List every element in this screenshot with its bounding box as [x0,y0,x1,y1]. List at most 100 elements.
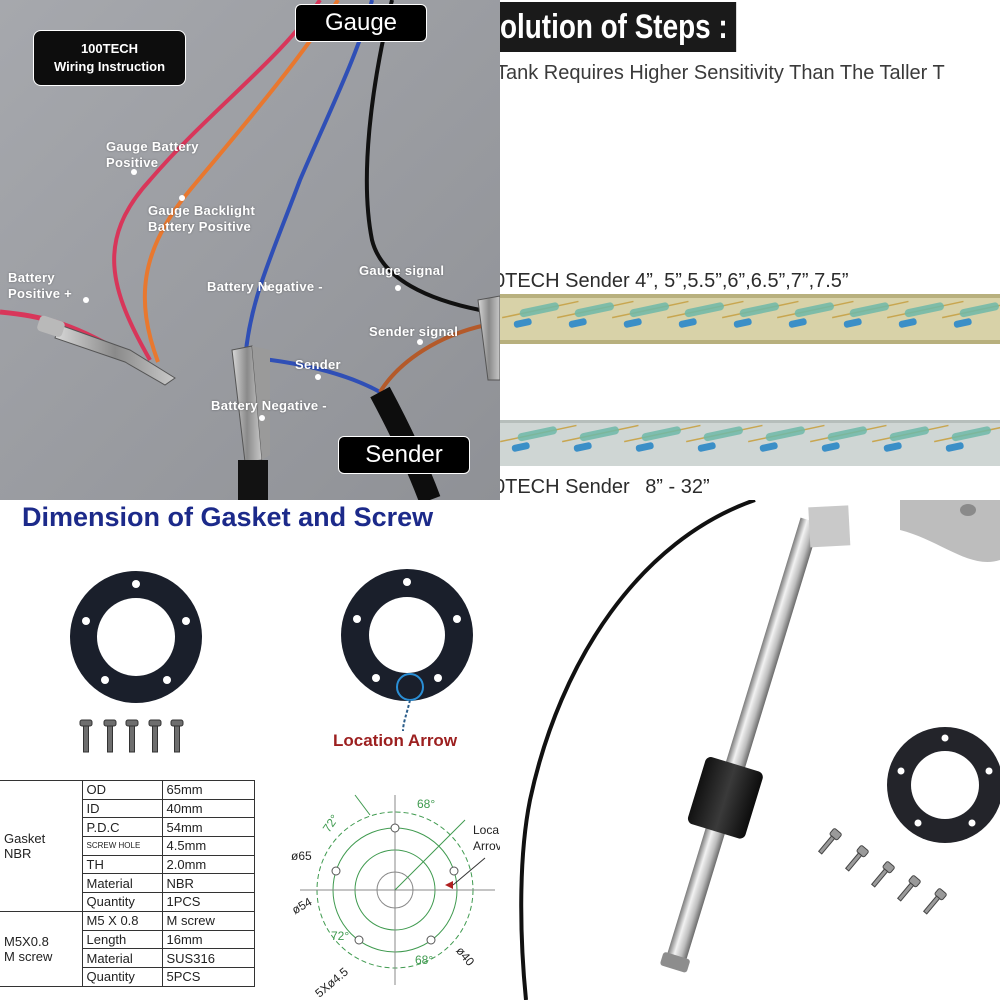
wiring-photo [0,0,500,500]
brand-subtitle: Wiring Instruction [53,59,166,74]
steps-panel: olution of Steps : Tank Requires Higher … [500,0,1000,500]
spec-value: 16mm [161,929,255,950]
spec-value: 40mm [161,798,255,819]
gasket-dimension-panel: Dimension of Gasket and Screw [0,500,500,1000]
loc-label-1: Loca [473,823,499,837]
spec-value: 2.0mm [161,854,255,875]
black-wire [364,0,481,312]
reed-switch [942,300,1000,328]
brand-name: 100TECH [80,41,139,56]
reed-switch [887,300,964,328]
spec-key: Length [81,929,163,950]
dimension-drawing: 68° 72° 72° 68° ø65 ø54 ø40 5Xø4.5 Loca … [289,794,500,1000]
alligator-clip-center [231,345,270,500]
reed-switch [777,300,854,328]
gasket-location-icon [341,569,473,732]
steps-subtitle: Tank Requires Higher Sensitivity Than Th… [500,62,945,84]
alligator-clip-right [477,295,500,381]
reed-switch [502,300,579,328]
sender-a-label: 0TECH Sender 4”, 5”,5.5”,6”,6.5”,7”,7.5” [500,270,849,292]
float [687,757,763,839]
reed-switch [832,300,909,328]
red-wire-gauge [112,0,322,361]
spec-value: 5PCS [161,966,255,987]
sender-signal-wire [378,323,487,394]
sender-tag: Sender [338,436,470,474]
wiring-instruction-panel: 100TECH Wiring Instruction Gauge Sender … [0,0,500,500]
spec-key: ID [81,798,163,819]
cable [519,500,756,1000]
od-label: ø65 [291,849,312,863]
reed-switch [557,300,634,328]
spec-value: M screw [161,910,255,931]
angle-top: 68° [417,797,435,811]
holes-label: 5Xø4.5 [312,964,351,1000]
reed-switch [872,424,949,452]
spec-key: Quantity [81,966,163,987]
reed-switch [934,424,1000,452]
spec-key: Material [81,948,163,968]
label-battery-negative-top: Battery Negative - [207,279,323,294]
reed-switch [748,424,825,452]
label-sender: Sender [295,357,341,372]
label-sender-signal: Sender signal [369,324,459,339]
angle-bottom: 68° [415,953,433,967]
label-gauge-signal: Gauge signal [359,263,445,278]
id-label: ø40 [453,944,477,969]
gasket-icon [70,571,202,703]
reed-switch [500,424,577,452]
sender-product-photo [519,500,1000,1000]
spec-value: SUS316 [161,948,255,968]
reed-switch [562,424,639,452]
alligator-clip-left [37,315,176,386]
pdc-label: ø54 [289,894,314,917]
gasket-illustrations [70,569,473,753]
sender-b-label: 0TECH Sender 8” - 32” [500,476,710,499]
gauge-tag: Gauge [295,4,427,42]
reed-switch [624,424,701,452]
reed-switch [810,424,887,452]
mount-flange [900,500,1000,563]
reed-switch [612,300,689,328]
loc-label-2: Arrov [473,839,500,853]
spec-key: Quantity [81,892,163,912]
steps-title: olution of Steps : [500,2,737,52]
sender-rod [666,517,820,964]
screws-part [817,828,947,915]
sender-b-size: 8” - 32” [645,476,710,498]
pcb-strip-long [500,420,1000,466]
spec-key: P.D.C [81,817,163,838]
spec-value: 1PCS [161,892,255,912]
gasket-part [887,727,1000,843]
location-arrow-label: Location Arrow [333,731,458,750]
brand-box: 100TECH Wiring Instruction [33,30,186,86]
pcb-strip-short [500,294,1000,344]
angle-left-bottom: 72° [331,929,349,943]
reed-switch [667,300,744,328]
spec-key: M5 X 0.8 [81,910,163,931]
spec-value: 4.5mm [161,836,255,856]
spec-key: Material [81,873,163,894]
gasket-title: Dimension of Gasket and Screw [22,502,434,532]
spec-value: NBR [161,873,255,894]
orange-wire [142,0,340,363]
sender-b-name: 0TECH Sender [500,476,630,498]
spec-value: 65mm [161,780,255,800]
blue-wire [243,0,374,361]
spec-key: SCREW HOLE [81,836,163,856]
sender-product-panel [500,500,1000,1000]
label-battery-negative-bottom: Battery Negative - [211,398,327,413]
